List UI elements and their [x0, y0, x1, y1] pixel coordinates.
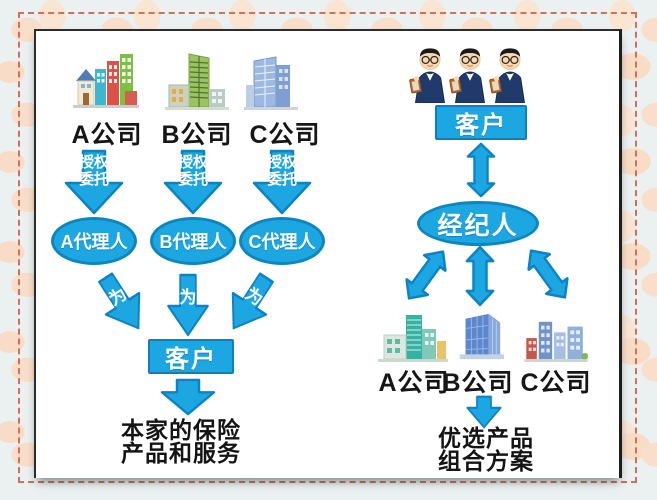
agent-c-ellipse: C代理人: [239, 217, 325, 265]
serve-arrow-right: 为: [214, 264, 286, 342]
company-c-label-right: C公司: [520, 369, 592, 397]
company-b-label-right: B公司: [442, 369, 514, 397]
delegate-label-line2: 委托: [177, 171, 208, 188]
company-a-label-right: A公司: [378, 369, 450, 397]
customer-box-left: 客户: [148, 339, 234, 374]
office-tower-icon: [163, 51, 231, 113]
double-arrow-icon: [465, 245, 495, 307]
serve-label: 为: [179, 288, 197, 307]
serve-arrow-left: 为: [86, 264, 158, 342]
delegate-arrow-b: 授权委托: [162, 149, 224, 215]
delegate-label-line1: 授权: [266, 154, 297, 171]
left-outcome-line1: 本家的保险: [121, 417, 241, 443]
broker-ellipse: 经纪人: [417, 201, 539, 246]
right-outcome-text: 优选产品 组合方案: [396, 427, 576, 473]
businessman-icon: [448, 43, 492, 103]
serve-arrow-middle: 为: [166, 273, 210, 337]
diagram-panel: A公司 B公司 C公司 授权委托 授权委托 授权委托 A代理人 B代理人 C代理…: [34, 29, 622, 478]
right-outcome-line2: 组合方案: [438, 448, 534, 474]
delegate-arrow-a: 授权委托: [63, 149, 125, 215]
glass-building-icon: [449, 311, 511, 363]
city-tower-icon: [378, 313, 448, 363]
blue-building-icon: [242, 55, 302, 113]
down-arrow-icon: [160, 378, 216, 416]
double-arrow-icon: [396, 241, 457, 309]
customer-box-right: 客户: [435, 105, 527, 140]
businessman-icon: [408, 43, 452, 103]
town-buildings-icon: [73, 49, 139, 113]
down-arrow-icon: [466, 395, 502, 429]
delegate-label-line1: 授权: [78, 154, 109, 171]
agent-a-ellipse: A代理人: [51, 217, 137, 265]
delegate-label-line1: 授权: [177, 154, 208, 171]
left-outcome-line2: 产品和服务: [121, 440, 241, 466]
company-c-label: C公司: [249, 121, 321, 149]
agent-b-ellipse: B代理人: [150, 217, 236, 265]
delegate-label-line2: 委托: [78, 171, 109, 188]
delegate-label-line2: 委托: [266, 171, 297, 188]
street-buildings-icon: [524, 317, 588, 363]
delegate-arrow-c: 授权委托: [251, 149, 313, 215]
left-outcome-text: 本家的保险 产品和服务: [86, 419, 276, 465]
double-arrow-icon: [466, 142, 496, 198]
right-outcome-line1: 优选产品: [438, 425, 534, 451]
businessman-icon: [488, 43, 532, 103]
company-b-label: B公司: [161, 121, 233, 149]
company-a-label: A公司: [71, 121, 143, 149]
double-arrow-icon: [518, 240, 579, 308]
